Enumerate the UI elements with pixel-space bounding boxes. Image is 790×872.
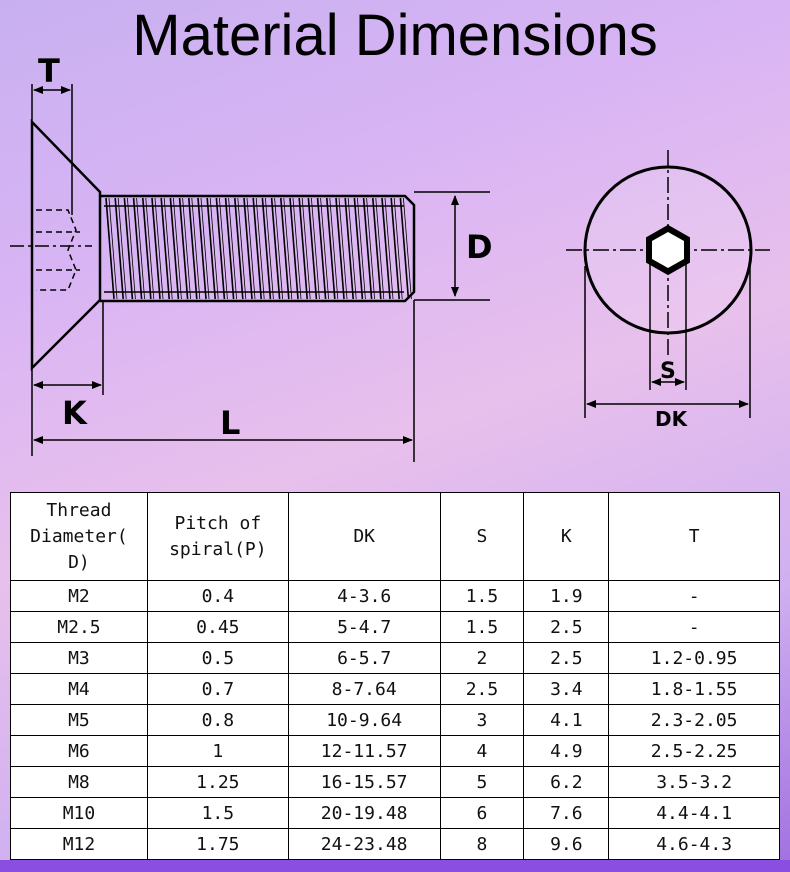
table-cell: 2.3-2.05 bbox=[608, 704, 780, 736]
table-cell: 6.2 bbox=[523, 766, 610, 798]
table-cell: 0.45 bbox=[146, 611, 289, 643]
dimension-dk bbox=[584, 266, 751, 418]
table-cell: 4.9 bbox=[523, 735, 610, 767]
table-cell: M3 bbox=[10, 642, 148, 674]
table-cell: 24-23.48 bbox=[287, 828, 441, 860]
table-cell: M2 bbox=[10, 580, 148, 612]
table-cell: M4 bbox=[10, 673, 148, 705]
header-dk: DK bbox=[287, 492, 441, 581]
label-k: K bbox=[62, 394, 88, 432]
table-cell: 6-5.7 bbox=[287, 642, 441, 674]
table-cell: 1.8-1.55 bbox=[608, 673, 780, 705]
table-cell: 6 bbox=[439, 797, 525, 829]
table-cell: 0.7 bbox=[146, 673, 289, 705]
screw-drawing: T D K L S DK bbox=[10, 52, 770, 462]
header-s: S bbox=[439, 492, 525, 581]
dimension-d bbox=[414, 191, 490, 301]
table-cell: M8 bbox=[10, 766, 148, 798]
screw-head-front bbox=[566, 150, 770, 355]
table-cell: 10-9.64 bbox=[287, 704, 441, 736]
table-cell: 4-3.6 bbox=[287, 580, 441, 612]
table-cell: 4 bbox=[439, 735, 525, 767]
table-cell: 2.5 bbox=[439, 673, 525, 705]
table-cell: 8 bbox=[439, 828, 525, 860]
table-cell: M6 bbox=[10, 735, 148, 767]
label-s: S bbox=[660, 359, 676, 384]
table-cell: 20-19.48 bbox=[287, 797, 441, 829]
table-cell: 1.5 bbox=[439, 611, 525, 643]
table-cell: 5-4.7 bbox=[287, 611, 441, 643]
table-cell: 0.4 bbox=[146, 580, 289, 612]
table-cell: 1.5 bbox=[146, 797, 289, 829]
dimension-t bbox=[31, 84, 73, 215]
screw-shank-side bbox=[100, 194, 416, 303]
table-cell: 2.5 bbox=[523, 611, 610, 643]
dimension-k bbox=[31, 300, 104, 456]
table-cell: 5 bbox=[439, 766, 525, 798]
table-cell: 9.6 bbox=[523, 828, 610, 860]
table-cell: 16-15.57 bbox=[287, 766, 441, 798]
table-cell: 1.25 bbox=[146, 766, 289, 798]
table-cell: 12-11.57 bbox=[287, 735, 441, 767]
table-cell: 4.1 bbox=[523, 704, 610, 736]
label-l: L bbox=[220, 404, 240, 442]
table-cell: 1.2-0.95 bbox=[608, 642, 780, 674]
label-t: T bbox=[38, 52, 60, 90]
table-cell: 0.5 bbox=[146, 642, 289, 674]
table-cell: 2.5-2.25 bbox=[608, 735, 780, 767]
table-cell: M2.5 bbox=[10, 611, 148, 643]
table-cell: 3.4 bbox=[523, 673, 610, 705]
header-k: K bbox=[523, 492, 610, 581]
page-title: Material Dimensions bbox=[132, 3, 658, 68]
table-cell: 1.5 bbox=[439, 580, 525, 612]
table-cell: 1.75 bbox=[146, 828, 289, 860]
table-cell: 0.8 bbox=[146, 704, 289, 736]
table-cell: 7.6 bbox=[523, 797, 610, 829]
label-d: D bbox=[466, 228, 493, 266]
table-cell: M10 bbox=[10, 797, 148, 829]
table-cell: 2 bbox=[439, 642, 525, 674]
bottom-bar bbox=[0, 860, 790, 872]
table-cell: 8-7.64 bbox=[287, 673, 441, 705]
table-cell: 3.5-3.2 bbox=[608, 766, 780, 798]
table-cell: 3 bbox=[439, 704, 525, 736]
table-cell: 1.9 bbox=[523, 580, 610, 612]
table-cell: 2.5 bbox=[523, 642, 610, 674]
table-cell: M5 bbox=[10, 704, 148, 736]
table-cell: 1 bbox=[146, 735, 289, 767]
header-t: T bbox=[608, 492, 780, 581]
label-dk: DK bbox=[655, 407, 689, 431]
table-cell: M12 bbox=[10, 828, 148, 860]
screw-head-side bbox=[30, 118, 102, 372]
dimension-s bbox=[649, 262, 687, 390]
table-cell: 4.6-4.3 bbox=[608, 828, 780, 860]
table-cell: 4.4-4.1 bbox=[608, 797, 780, 829]
table-cell: - bbox=[608, 580, 780, 612]
dimension-l bbox=[33, 300, 415, 462]
table-cell: - bbox=[608, 611, 780, 643]
